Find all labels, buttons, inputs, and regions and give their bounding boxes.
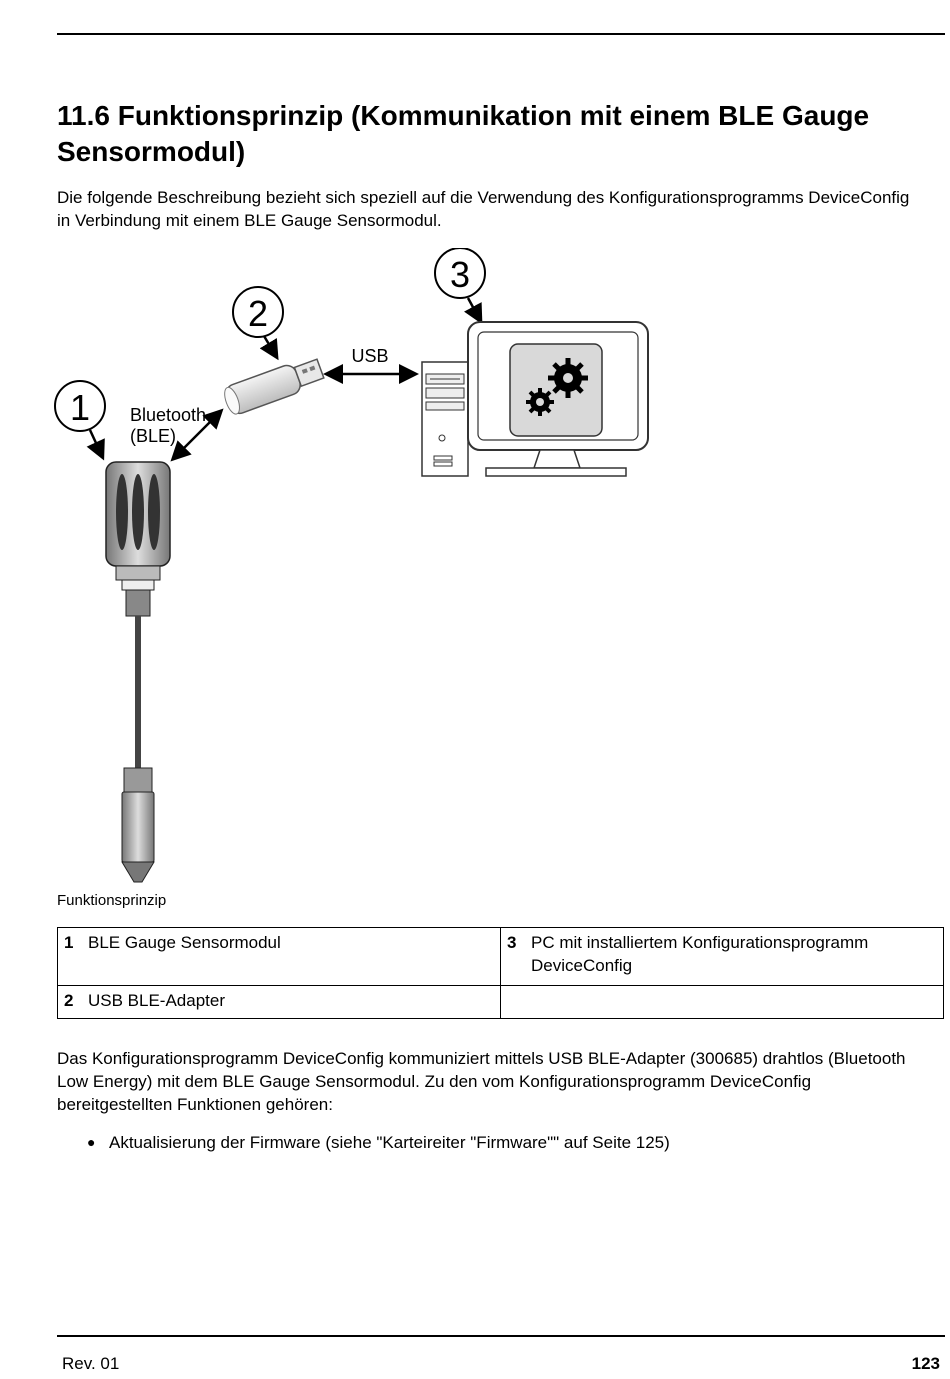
revision-label: Rev. 01 xyxy=(62,1354,120,1373)
svg-text:2: 2 xyxy=(248,293,268,334)
svg-text:3: 3 xyxy=(450,254,470,295)
function-diagram: 1 2 3 Bluetooth (BLE) USB xyxy=(50,247,670,888)
bullet-icon: ● xyxy=(87,1134,96,1150)
section-title: 11.6 Funktionsprinzip (Kommunikation mit… xyxy=(57,100,870,167)
body-paragraph: Das Konfigurationsprogramm DeviceConfig … xyxy=(57,1049,906,1114)
legend-cell-empty xyxy=(500,985,944,1019)
sensor-module-icon xyxy=(105,461,171,883)
figure-caption: Funktionsprinzip xyxy=(57,892,167,909)
feature-list: ● Aktualisierung der Firmware (siehe "Ka… xyxy=(57,1131,670,1154)
list-item: ● Aktualisierung der Firmware (siehe "Ka… xyxy=(87,1133,670,1152)
usb-stick-icon xyxy=(224,358,325,415)
svg-text:1: 1 xyxy=(70,387,90,428)
usb-label: USB xyxy=(351,346,388,366)
monitor-icon xyxy=(467,321,649,477)
callout-2: 2 xyxy=(232,286,284,361)
footer-rule xyxy=(57,1335,945,1337)
pc-tower-icon xyxy=(421,361,469,477)
header-rule xyxy=(57,33,945,35)
ble-arrow xyxy=(170,408,224,462)
callout-1: 1 xyxy=(54,380,106,461)
intro-text: Die folgende Beschreibung bezieht sich s… xyxy=(57,188,910,230)
bluetooth-label: Bluetooth xyxy=(130,405,206,425)
gears-icon xyxy=(526,358,588,416)
callout-3: 3 xyxy=(434,247,486,325)
page-number: 123 xyxy=(911,1354,940,1373)
ble-label: (BLE) xyxy=(130,426,176,446)
